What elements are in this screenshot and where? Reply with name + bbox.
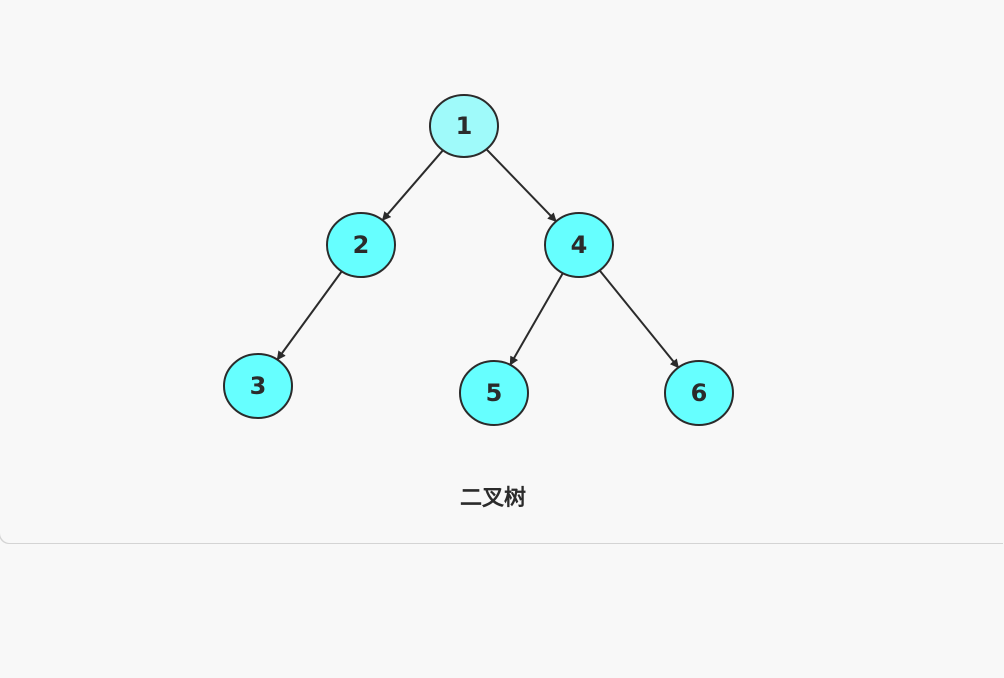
node-circle	[664, 360, 734, 426]
edge-1-to-2	[381, 149, 444, 221]
node-label: 3	[250, 372, 267, 400]
node-label: 6	[691, 379, 708, 407]
edge-2-to-3	[276, 270, 343, 361]
node-circle	[326, 212, 396, 278]
edges-layer	[276, 148, 680, 369]
nodes-layer: 1 2 4 3 5 6	[223, 94, 734, 426]
edge-4-to-6	[598, 269, 680, 369]
node-circle	[459, 360, 529, 426]
node-label: 5	[486, 379, 503, 407]
node-circle	[223, 353, 293, 419]
tree-node-5: 5	[459, 360, 529, 426]
node-label: 4	[571, 231, 588, 259]
tree-node-6: 6	[664, 360, 734, 426]
tree-node-2: 2	[326, 212, 396, 278]
node-label: 2	[353, 231, 370, 259]
diagram-caption: 二叉树	[459, 486, 526, 511]
tree-node-4: 4	[544, 212, 614, 278]
tree-node-3: 3	[223, 353, 293, 419]
tree-node-1: 1	[429, 94, 499, 158]
node-circle	[544, 212, 614, 278]
node-label: 1	[456, 112, 473, 140]
edge-4-to-5	[509, 272, 564, 366]
edge-1-to-4	[485, 148, 557, 222]
node-circle	[429, 94, 499, 158]
